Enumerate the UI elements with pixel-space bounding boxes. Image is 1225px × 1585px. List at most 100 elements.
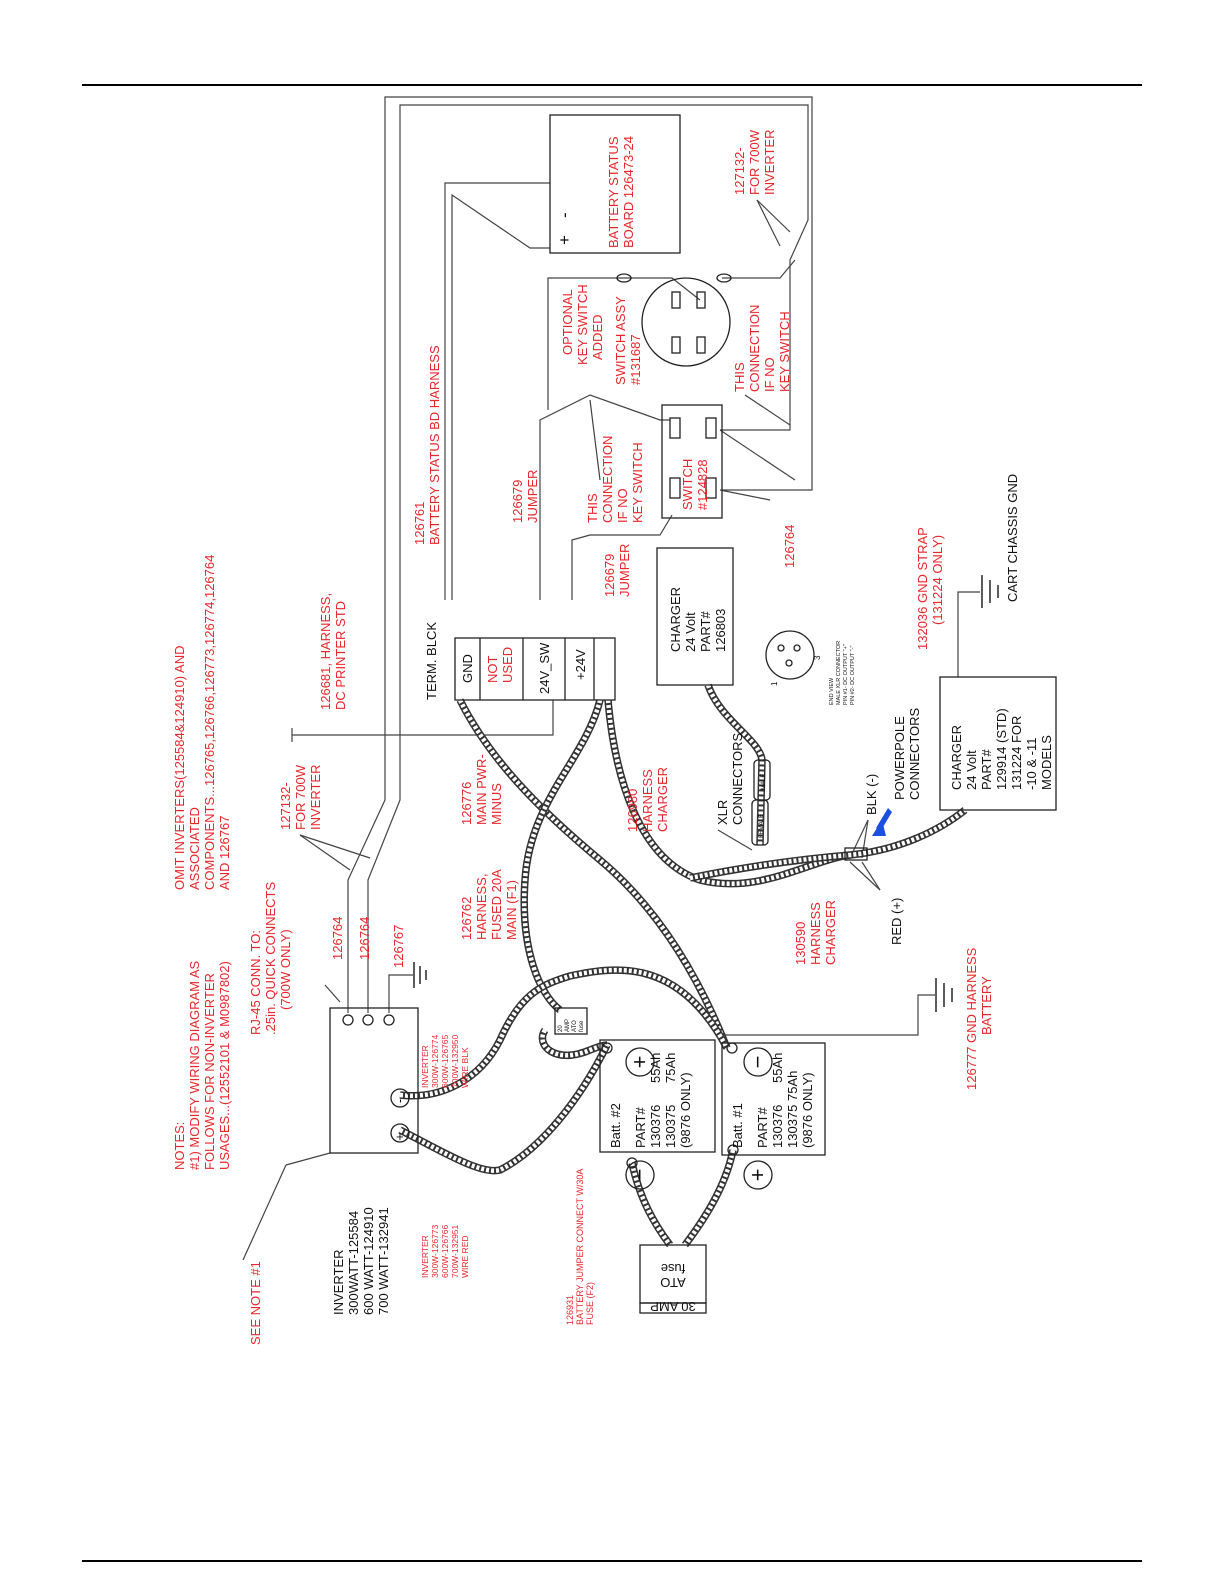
- battery-2-plus-sign: +: [627, 1056, 652, 1069]
- connection-label-2: THIS CONNECTION IF NO KEY SWITCH: [732, 305, 792, 392]
- svg-text:#124828: #124828: [695, 459, 710, 510]
- red-plus-label: RED (+): [889, 898, 904, 945]
- svg-text:24 Volt: 24 Volt: [964, 750, 979, 790]
- wire-126767: [388, 974, 413, 1013]
- svg-text:PART#: PART#: [755, 1107, 770, 1148]
- svg-text:126777 GND HARNESS: 126777 GND HARNESS: [964, 947, 979, 1090]
- label-126764-c: 126764: [782, 525, 797, 568]
- inverter-box: [329, 1007, 419, 1154]
- inverter-port-3: [383, 1014, 395, 1026]
- wire-bsb-harness: [444, 182, 550, 600]
- svg-text:126762: 126762: [459, 897, 474, 940]
- svg-text:PART#: PART#: [979, 749, 994, 790]
- svg-text:CHARGER: CHARGER: [655, 767, 670, 832]
- svg-text:Batt. #2: Batt. #2: [608, 1103, 623, 1148]
- gnd-strap-label: 132036 GND STRAP (131224 ONLY): [915, 527, 945, 650]
- svg-text:ADDED: ADDED: [590, 314, 605, 360]
- charger-129914-box: [939, 676, 1057, 811]
- svg-text:KEY SWITCH: KEY SWITCH: [575, 284, 590, 365]
- label-jumper-1: 126679 JUMPER: [510, 470, 540, 523]
- svg-text:MINUS: MINUS: [489, 783, 504, 825]
- rj45-label: RJ-45 CONN. TO: .25in. QUICK CONNECTS (7…: [248, 882, 293, 1035]
- svg-text:24 Volt: 24 Volt: [683, 612, 698, 652]
- label-printer-harness: 126681, HARNESS, DC PRINTER STD: [318, 593, 348, 710]
- battery-1-box: [721, 1042, 826, 1156]
- leader-126764: [719, 489, 771, 501]
- wire-printer-harness: [292, 700, 554, 736]
- svg-text:SWITCH ASSY: SWITCH ASSY: [613, 296, 628, 385]
- svg-text:CONNECTORS: CONNECTORS: [730, 732, 745, 825]
- svg-text:75Ah: 75Ah: [663, 1053, 678, 1083]
- label-126764-b: 126764: [357, 917, 372, 960]
- svg-text:126980: 126980: [625, 789, 640, 832]
- wire-126764-inner: [367, 104, 809, 1013]
- charger-129914-label: CHARGER 24 Volt PART# 129914 (STD) 13122…: [949, 708, 1054, 790]
- svg-text:130590: 130590: [793, 922, 808, 965]
- switch-124828-box: [661, 404, 723, 519]
- svg-text:(131224 ONLY): (131224 ONLY): [930, 535, 945, 625]
- harness-jumper-right: [681, 1149, 737, 1248]
- svg-text:INVERTER: INVERTER: [331, 1250, 346, 1316]
- svg-text:129914 (STD): 129914 (STD): [994, 708, 1009, 790]
- bsb-minus: -: [555, 212, 574, 218]
- battery-2-post-a: [601, 1042, 613, 1054]
- terminal-24v-sw: 24V_SW: [537, 642, 552, 694]
- omit-line-4: AND 126767: [217, 816, 232, 890]
- svg-text:PART#: PART#: [698, 611, 713, 652]
- wire-126764-outer: [347, 96, 813, 1013]
- omit-block: OMIT INVERTERS(125584&124910) AND ASSOCI…: [172, 555, 232, 890]
- svg-text:126761: 126761: [412, 502, 427, 545]
- terminal-not: NOT: [485, 656, 500, 684]
- battery-status-board: [549, 114, 681, 254]
- svg-text:700W-132951: 700W-132951: [450, 1224, 460, 1278]
- svg-text:600 WATT-124910: 600 WATT-124910: [361, 1207, 376, 1315]
- svg-text:BATTERY JUMPER CONNECT W/30A: BATTERY JUMPER CONNECT W/30A: [575, 1169, 585, 1325]
- svg-text:THIS: THIS: [732, 362, 747, 392]
- inverter-port-2: [362, 1014, 374, 1026]
- fuse-20a-label: 20 AMP ATO fuse: [558, 1019, 585, 1032]
- connection-label-1: THIS CONNECTION IF NO KEY SWITCH: [585, 436, 645, 523]
- svg-text:XLR: XLR: [715, 800, 730, 825]
- xlr-female-label: FEMALE: [759, 814, 765, 838]
- fuse-30a-label: 30 AMP ATO fuse: [650, 1261, 696, 1314]
- svg-text:FUSE (F2): FUSE (F2): [585, 1282, 595, 1325]
- svg-text:-10 & -11: -10 & -11: [1024, 737, 1039, 790]
- battery-2-post-b: [626, 1157, 638, 1169]
- leader-127132-left-b: [299, 834, 371, 859]
- svg-text:300WATT-125584: 300WATT-125584: [346, 1211, 361, 1315]
- svg-text:FOR 700W: FOR 700W: [293, 764, 308, 830]
- svg-text:126776: 126776: [459, 782, 474, 825]
- svg-text:Batt. #1: Batt. #1: [730, 1103, 745, 1148]
- label-126776: 126776 MAIN PWR- MINUS: [459, 754, 504, 825]
- wire-jumper-2: [571, 514, 673, 600]
- notes-line-1: #1) MODIFY WIRING DIAGRAM AS: [187, 960, 202, 1170]
- thin-wires: [242, 96, 980, 1261]
- inverter-ground-icon: [413, 962, 427, 988]
- svg-text:KEY SWITCH: KEY SWITCH: [777, 311, 792, 392]
- battery-1-plus: [743, 1160, 773, 1190]
- bsb-label: BATTERY STATUS BOARD 126473-24: [606, 136, 636, 248]
- svg-text:55Ah: 55Ah: [770, 1053, 785, 1083]
- terminal-block-title: TERM. BLCK: [424, 622, 439, 700]
- svg-text:130375 75Ah: 130375 75Ah: [785, 1071, 800, 1148]
- svg-text:BATTERY STATUS BD HARNESS: BATTERY STATUS BD HARNESS: [427, 345, 442, 545]
- battery-2-plus: [625, 1047, 655, 1077]
- svg-text:IF NO: IF NO: [762, 357, 777, 392]
- svg-text:THIS: THIS: [585, 493, 600, 523]
- wire-jumper-1: [539, 394, 670, 600]
- see-note-label: SEE NOTE #1: [248, 1261, 263, 1345]
- svg-text:OPTIONAL: OPTIONAL: [560, 289, 575, 355]
- leader-see-note-2: [242, 1164, 287, 1261]
- battery-1-post-a: [726, 1042, 738, 1054]
- label-jumper-2: 126679 JUMPER: [602, 544, 632, 597]
- svg-text:(9876 ONLY): (9876 ONLY): [800, 1072, 815, 1148]
- label-127132-right: 127132- FOR 700W INVERTER: [732, 129, 777, 195]
- fuse-20a-box: [554, 1007, 588, 1035]
- xlr-end-view-label: END VIEW MALE XLR CONNECTOR PIN #1- DC O…: [829, 641, 856, 705]
- leader-red-2: [861, 861, 881, 891]
- label-bsb-harness: 126761 BATTERY STATUS BD HARNESS: [412, 345, 442, 545]
- battery-jumper-label: 126931 BATTERY JUMPER CONNECT W/30A FUSE…: [565, 1169, 595, 1325]
- gnd-harness-label: 126777 GND HARNESS BATTERY: [964, 947, 994, 1090]
